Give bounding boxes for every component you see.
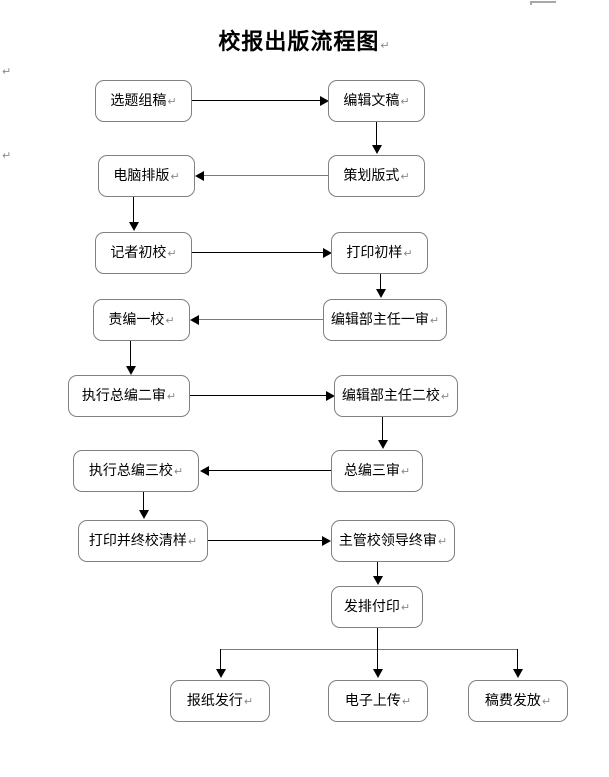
- node-editor-director-review1-label: 编辑部主任一审: [330, 312, 429, 328]
- node-edit-manuscript-label: 编辑文稿: [343, 93, 400, 109]
- node-electronic-upload[interactable]: 电子上传↵: [328, 680, 428, 722]
- arrow-director2-to-chief3-head: [378, 440, 388, 449]
- node-topic-selection[interactable]: 选题组稿↵: [95, 80, 192, 122]
- pilcrow-icon: ↵: [440, 389, 451, 403]
- node-send-to-press[interactable]: 发排付印↵: [331, 586, 423, 628]
- arrow-topic-to-edit-head: [320, 96, 329, 106]
- node-executive-editor-review2[interactable]: 执行总编二审↵: [68, 375, 190, 417]
- node-print-final-proof[interactable]: 打印并终校清样↵: [78, 520, 208, 562]
- node-school-leader-final[interactable]: 主管校领导终审↵: [331, 520, 455, 562]
- arrow-press-to-upload-head: [373, 669, 383, 678]
- node-computer-typesetting-label: 电脑排版: [113, 168, 170, 184]
- pilcrow-icon: ↵: [400, 464, 411, 478]
- split-branch-center-line: [377, 649, 378, 671]
- node-royalty-payment-label: 稿费发放: [484, 693, 541, 709]
- page-corner-mark: [530, 1, 556, 5]
- arrow-print1-to-director1-line: [380, 274, 381, 291]
- arrow-edit-to-plan-head: [372, 145, 382, 154]
- arrow-reporter-to-print1-head: [323, 248, 332, 258]
- node-chief-editor-review3-label: 总编三审: [343, 463, 400, 479]
- arrow-director2-to-chief3-line: [382, 417, 383, 441]
- arrow-topic-to-edit-line: [192, 100, 322, 101]
- node-newspaper-distribution[interactable]: 报纸发行↵: [170, 680, 270, 722]
- node-print-first-sample-label: 打印初样: [346, 245, 403, 261]
- split-stem-line: [377, 628, 378, 650]
- node-reporter-first-proof-label: 记者初校: [110, 245, 167, 261]
- node-responsible-editor-proof1-label: 责编一校: [108, 312, 165, 328]
- node-executive-editor-proof3[interactable]: 执行总编三校↵: [73, 450, 199, 492]
- arrow-exec3-to-final-proof-head: [139, 510, 149, 519]
- node-responsible-editor-proof1[interactable]: 责编一校↵: [93, 299, 190, 341]
- arrow-typesetting-to-reporter-head: [129, 222, 139, 231]
- node-royalty-payment[interactable]: 稿费发放↵: [468, 680, 568, 722]
- node-executive-editor-review2-label: 执行总编二审: [81, 388, 166, 404]
- pilcrow-icon: ↵: [400, 600, 411, 614]
- arrow-chief3-to-exec3-line: [208, 470, 332, 471]
- node-plan-layout-label: 策划版式: [343, 168, 400, 184]
- split-branch-left-line: [220, 649, 221, 671]
- arrow-final-proof-to-leader-head: [322, 536, 331, 546]
- pilcrow-icon: ↵: [165, 313, 175, 327]
- pilcrow-icon: ↵: [437, 534, 448, 548]
- node-computer-typesetting[interactable]: 电脑排版↵: [98, 155, 195, 197]
- pilcrow-icon: ↵: [429, 313, 440, 327]
- arrow-plan-to-typesetting-head: [195, 171, 204, 181]
- pilcrow-icon: ↵: [400, 169, 410, 183]
- node-executive-editor-proof3-label: 执行总编三校: [88, 463, 173, 479]
- pilcrow-icon: ↵: [166, 389, 177, 403]
- pilcrow-icon: ↵: [403, 246, 413, 260]
- arrow-leader-to-press-line: [377, 562, 378, 577]
- arrow-editor-proof-to-exec2-line: [130, 341, 131, 367]
- pilcrow-icon: ↵: [380, 39, 391, 52]
- arrow-exec2-to-director2-head: [326, 391, 335, 401]
- margin-pilcrow-icon-1: ↵: [2, 65, 12, 78]
- node-school-leader-final-label: 主管校领导终审: [338, 533, 437, 549]
- pilcrow-icon: ↵: [401, 694, 412, 708]
- node-chief-editor-review3[interactable]: 总编三审↵: [331, 450, 423, 492]
- pilcrow-icon: ↵: [187, 534, 198, 548]
- node-editor-director-proof2-label: 编辑部主任二校: [341, 388, 440, 404]
- arrow-director1-to-editor-proof-line: [198, 319, 325, 320]
- split-bus-line: [220, 649, 518, 650]
- arrow-chief3-to-exec3-head: [200, 466, 209, 476]
- arrow-plan-to-typesetting-line: [203, 175, 329, 176]
- arrow-exec2-to-director2-line: [190, 395, 328, 396]
- node-plan-layout[interactable]: 策划版式↵: [328, 155, 425, 197]
- node-editor-director-review1[interactable]: 编辑部主任一审↵: [323, 299, 447, 341]
- page-title: 校报出版流程图↵: [0, 24, 609, 56]
- arrow-press-to-royalty-head: [513, 669, 523, 678]
- arrow-leader-to-press-head: [373, 576, 383, 585]
- pilcrow-icon: ↵: [243, 694, 254, 708]
- pilcrow-icon: ↵: [173, 464, 184, 478]
- node-editor-director-proof2[interactable]: 编辑部主任二校↵: [334, 375, 458, 417]
- pilcrow-icon: ↵: [167, 246, 177, 260]
- arrow-print1-to-director1-head: [376, 289, 386, 298]
- node-send-to-press-label: 发排付印: [343, 599, 400, 615]
- node-electronic-upload-label: 电子上传: [344, 693, 401, 709]
- node-newspaper-distribution-label: 报纸发行: [186, 693, 243, 709]
- arrow-edit-to-plan-line: [376, 122, 377, 146]
- arrow-typesetting-to-reporter-line: [133, 197, 134, 223]
- node-print-first-sample[interactable]: 打印初样↵: [331, 232, 428, 274]
- arrow-exec3-to-final-proof-line: [143, 492, 144, 512]
- arrow-editor-proof-to-exec2-head: [126, 366, 136, 375]
- arrow-director1-to-editor-proof-head: [190, 315, 199, 325]
- margin-pilcrow-icon-2: ↵: [2, 149, 12, 162]
- arrow-final-proof-to-leader-line: [208, 540, 324, 541]
- node-reporter-first-proof[interactable]: 记者初校↵: [95, 232, 192, 274]
- arrow-reporter-to-print1-line: [192, 252, 325, 253]
- node-edit-manuscript[interactable]: 编辑文稿↵: [328, 80, 425, 122]
- pilcrow-icon: ↵: [170, 169, 180, 183]
- node-topic-selection-label: 选题组稿: [110, 93, 167, 109]
- pilcrow-icon: ↵: [400, 94, 410, 108]
- arrow-press-to-distribution-head: [216, 669, 226, 678]
- pilcrow-icon: ↵: [541, 694, 552, 708]
- page-title-text: 校报出版流程图: [218, 29, 380, 55]
- node-print-final-proof-label: 打印并终校清样: [88, 533, 187, 549]
- pilcrow-icon: ↵: [167, 94, 177, 108]
- split-branch-right-line: [517, 649, 518, 671]
